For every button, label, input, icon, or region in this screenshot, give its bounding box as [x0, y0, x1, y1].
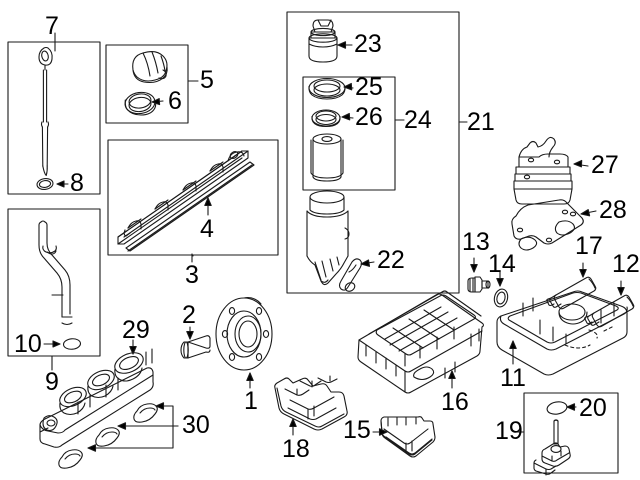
- callout-18: 18: [282, 435, 310, 463]
- callout-1: 1: [244, 387, 258, 415]
- arrow-4: [204, 197, 212, 216]
- callout-26: 26: [355, 103, 383, 131]
- oil-filter-cap-o-ring-large: [308, 77, 346, 100]
- callout-2: 2: [182, 301, 196, 329]
- leader-30: [87, 402, 179, 452]
- oil-filler-cap-box: [105, 44, 189, 124]
- callout-14: 14: [488, 250, 516, 278]
- arrow-20: [566, 403, 577, 411]
- engine-oil-cooler: [513, 136, 573, 205]
- arrow-17: [579, 262, 587, 278]
- arrow-25: [343, 82, 354, 91]
- arrow-23: [337, 41, 353, 49]
- oil-filler-cap: [132, 50, 168, 84]
- oil-level-sensor-o-ring: [546, 401, 568, 415]
- dipstick-group-box: [7, 41, 101, 195]
- arrow-27: [573, 159, 589, 168]
- arrow-14: [496, 271, 504, 287]
- callout-29: 29: [122, 316, 150, 344]
- oil-filter-assembly-box: [286, 11, 460, 294]
- oil-filler-cap-seal: [124, 91, 157, 116]
- callout-6: 6: [168, 87, 182, 115]
- callout-8: 8: [70, 169, 84, 197]
- oil-cooler-adapter-gasket: [511, 199, 584, 251]
- dipstick-guide-tube: [38, 220, 73, 326]
- callout-4: 4: [200, 215, 214, 243]
- oil-level-sensor-box: [523, 392, 619, 474]
- callout-23: 23: [354, 30, 382, 58]
- callout-15: 15: [343, 416, 371, 444]
- arrow-8: [56, 180, 69, 188]
- callout-10: 10: [14, 330, 42, 358]
- callout-30: 30: [182, 411, 210, 439]
- arrow-28: [580, 209, 597, 217]
- arrow-12: [617, 280, 625, 296]
- oil-pan-baffle-large: [274, 375, 348, 431]
- oil-filter-cap-o-ring-small: [311, 109, 341, 128]
- oil-drain-plug: [467, 276, 491, 293]
- arrow-22: [360, 259, 375, 267]
- arrow-16: [448, 370, 456, 389]
- camshaft-cover-seal-strip: [125, 161, 255, 252]
- oil-pan-baffle-small: [380, 416, 436, 458]
- callout-27: 27: [591, 151, 619, 179]
- oil-separator-manifold: [39, 348, 154, 448]
- upper-oil-pan: [357, 290, 485, 394]
- lower-oil-pan: [496, 290, 628, 376]
- arrow-15: [372, 428, 388, 436]
- arrow-11: [509, 340, 517, 365]
- arrow-2: [186, 326, 194, 340]
- callout-5: 5: [200, 66, 214, 94]
- engine-oil-dipstick: [38, 46, 53, 177]
- callout-3: 3: [185, 261, 199, 289]
- oil-drain-plug-gasket: [493, 288, 509, 308]
- callout-13: 13: [462, 228, 490, 256]
- dipstick-tube-box: [7, 208, 101, 357]
- crankshaft-seal-flange: [215, 297, 273, 371]
- oil-filter-kit-box: [302, 76, 396, 191]
- callout-28: 28: [599, 196, 627, 224]
- arrow-26: [341, 112, 354, 121]
- callout-9: 9: [45, 368, 59, 396]
- camshaft-carrier-rail: [117, 150, 249, 245]
- callout-17: 17: [575, 232, 603, 260]
- oil-filter-element: [310, 133, 344, 182]
- callout-7: 7: [45, 12, 59, 40]
- callout-11: 11: [500, 364, 526, 392]
- arrow-1: [246, 372, 254, 389]
- flange-retaining-bolt: [180, 335, 211, 359]
- oil-level-sensor: [533, 419, 571, 476]
- callout-19: 19: [495, 417, 523, 445]
- callout-20: 20: [579, 394, 607, 422]
- arrow-10: [43, 340, 61, 348]
- arrow-6: [151, 98, 164, 106]
- oil-filter-housing-seal: [338, 258, 363, 292]
- sealant-tube-upper: [546, 276, 597, 310]
- arrow-18: [289, 418, 297, 436]
- callout-21: 21: [467, 108, 495, 136]
- callout-24: 24: [404, 106, 432, 134]
- oil-filter-housing-cap: [308, 19, 338, 63]
- callout-16: 16: [441, 388, 469, 416]
- callout-25: 25: [355, 73, 383, 101]
- arrow-13: [470, 257, 478, 273]
- dipstick-tube-o-ring: [36, 177, 54, 191]
- callout-12: 12: [612, 250, 640, 278]
- oil-filter-housing: [306, 190, 350, 286]
- manifold-port-gaskets: [58, 403, 158, 469]
- callout-22: 22: [377, 246, 405, 274]
- arrow-29: [129, 339, 137, 355]
- dipstick-tube-seal: [62, 338, 82, 350]
